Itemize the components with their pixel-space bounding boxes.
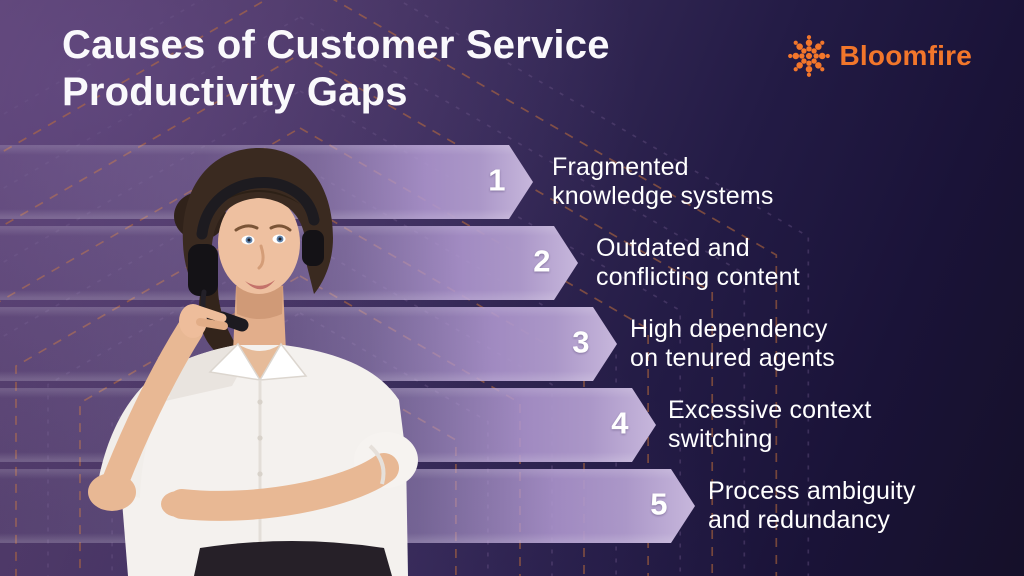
cause-number-5: 5 [650, 486, 668, 522]
cause-label-1-line2: knowledge systems [552, 182, 774, 210]
cause-label-5-line1: Process ambiguity [708, 477, 916, 505]
cause-label-2: Outdated and conflicting content [596, 226, 800, 300]
bloomfire-logo: Bloomfire [786, 33, 972, 79]
cause-label-4: Excessive context switching [668, 388, 872, 462]
cause-label-2-line1: Outdated and [596, 234, 750, 262]
cause-number-2: 2 [533, 243, 551, 279]
cause-number-3: 3 [572, 324, 590, 360]
cause-label-3-line2: on tenured agents [630, 344, 835, 372]
cause-label-5-line2: and redundancy [708, 506, 891, 534]
bloomfire-logo-text: Bloomfire [839, 40, 972, 71]
cause-bar-3: 3 [0, 307, 617, 381]
cause-label-4-line1: Excessive context [668, 396, 872, 424]
cause-label-3-line1: High dependency [630, 315, 828, 343]
cause-label-1-line1: Fragmented [552, 153, 689, 181]
cause-label-1: Fragmented knowledge systems [552, 145, 774, 219]
cause-number-4: 4 [611, 405, 629, 441]
page-title: Causes of Customer Service Productivity … [62, 22, 610, 116]
cause-label-2-line2: conflicting content [596, 263, 800, 291]
cause-number-1: 1 [488, 162, 506, 198]
cause-label-4-line2: switching [668, 425, 773, 453]
cause-label-5: Process ambiguity and redundancy [708, 469, 916, 543]
bloomfire-starburst-icon [787, 35, 830, 77]
page-title-line2: Productivity Gaps [62, 70, 408, 114]
page-title-line1: Causes of Customer Service [62, 23, 610, 67]
cause-label-3: High dependency on tenured agents [630, 307, 835, 381]
customer-service-agent-photo [88, 148, 418, 576]
